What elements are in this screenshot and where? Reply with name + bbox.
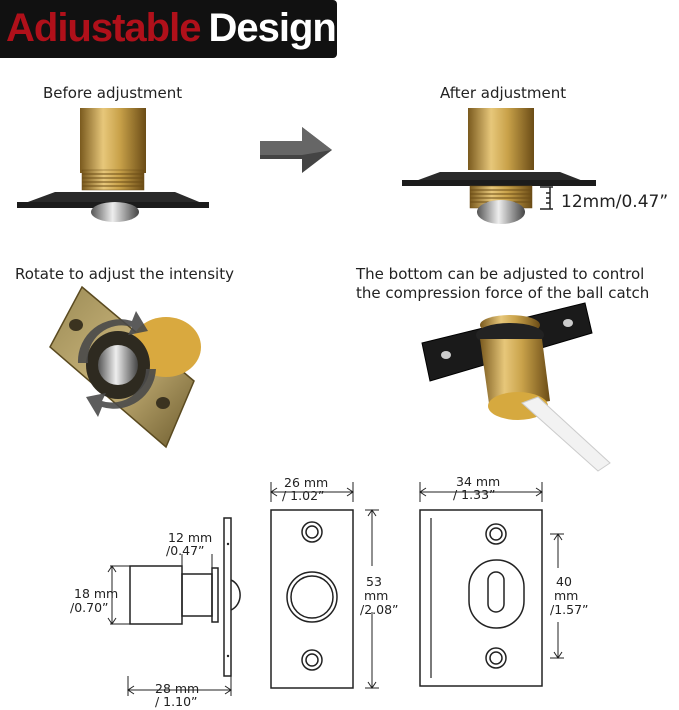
dim-dia-mm: 18 mm bbox=[74, 586, 119, 601]
caption-after: After adjustment bbox=[440, 84, 567, 102]
strike-plate-drawing bbox=[419, 482, 564, 687]
product-after-image bbox=[402, 108, 596, 224]
title-word-adjustable: Adiustable bbox=[6, 6, 201, 50]
arrow-right-icon bbox=[260, 127, 332, 173]
caption-before: Before adjustment bbox=[43, 84, 183, 102]
dim-plate-w-mm: 26 mm bbox=[284, 475, 329, 490]
dim-total-len-in: / 1.10” bbox=[155, 694, 198, 709]
side-view-drawing bbox=[107, 517, 241, 696]
dim-total-len-mm: 28 mm bbox=[155, 681, 200, 696]
rotate-arrows-icon bbox=[77, 311, 156, 417]
dim-plate-h-mm-unit: mm bbox=[364, 588, 389, 603]
caption-bottom-line1: The bottom can be adjusted to control bbox=[356, 265, 645, 283]
caption-bottom-line2: the compression force of the ball catch bbox=[356, 284, 650, 302]
dim-body-len-mm: 12 mm bbox=[168, 530, 213, 545]
dim-plate-w-in: / 1.02” bbox=[282, 488, 325, 503]
dim-body-len-in: /0.47” bbox=[166, 543, 205, 558]
dim-strike-h-mm-unit: mm bbox=[554, 588, 579, 603]
dim-strike-h-in: /1.57” bbox=[550, 602, 589, 617]
dim-strike-w-in: / 1.33” bbox=[453, 487, 496, 502]
dim-dia-in: /0.70” bbox=[70, 600, 109, 615]
dim-strike-h-mm: 40 bbox=[556, 574, 572, 589]
product-rotate-image bbox=[49, 285, 201, 449]
adjustment-measure: 12mm/0.47” bbox=[561, 192, 669, 212]
product-bottom-image bbox=[421, 302, 611, 472]
product-before-image bbox=[17, 108, 209, 222]
dim-strike-w-mm: 34 mm bbox=[456, 474, 501, 489]
front-plate-drawing bbox=[270, 482, 379, 689]
caption-rotate: Rotate to adjust the intensity bbox=[15, 265, 234, 283]
title-word-design: Design bbox=[208, 6, 336, 50]
dim-plate-h-in: /2.08” bbox=[360, 602, 399, 617]
dim-plate-h-mm: 53 bbox=[366, 574, 382, 589]
title-banner: Adiustable Design bbox=[0, 0, 337, 58]
